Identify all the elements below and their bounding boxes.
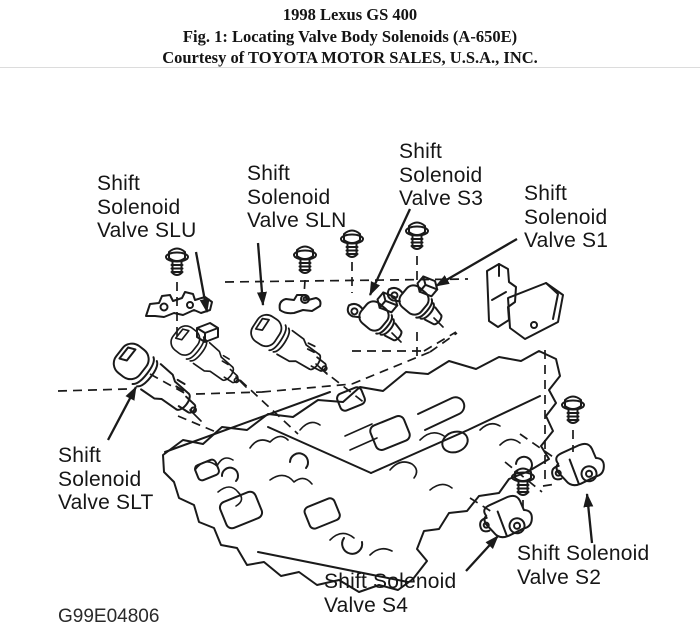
bracket-slu: [145, 291, 213, 318]
label-shift-solenoid-valve-sln: Shift Solenoid Valve SLN: [247, 162, 347, 232]
bolt-s3: [340, 229, 364, 258]
bolt-slu: [165, 247, 189, 276]
bolt-s1: [405, 221, 429, 250]
header-figure-caption: Fig. 1: Locating Valve Body Solenoids (A…: [182, 26, 518, 46]
label-shift-solenoid-valve-slt: Shift Solenoid Valve SLT: [58, 444, 154, 514]
solenoid-s1: [383, 260, 459, 334]
dashed-projection-lines: [57, 256, 574, 513]
figure-code: G99E04806: [58, 606, 160, 627]
bolt-s2: [561, 395, 585, 424]
figure-header: 1998 Lexus GS 400 Fig. 1: Locating Valve…: [0, 4, 700, 69]
valve-body: [162, 350, 561, 593]
label-shift-solenoid-valve-s2: Shift Solenoid Valve S2: [517, 542, 650, 589]
label-shift-solenoid-valve-s3: Shift Solenoid Valve S3: [399, 140, 484, 210]
label-arrows: [106, 208, 594, 572]
header-divider: [0, 67, 700, 68]
label-shift-solenoid-valve-slu: Shift Solenoid Valve SLU: [97, 172, 197, 242]
label-shift-solenoid-valve-s4: Shift Solenoid Valve S4: [324, 570, 457, 617]
solenoid-tip-lines: [189, 317, 444, 422]
solenoid-s2: [546, 439, 608, 491]
bracket-s1: [486, 263, 564, 340]
bolt-sln: [293, 245, 317, 274]
solenoid-s4: [474, 491, 536, 543]
label-shift-solenoid-valve-s1: Shift Solenoid Valve S1: [524, 182, 609, 252]
solenoid-slu-connector: [196, 322, 219, 343]
bracket-sln: [278, 294, 322, 315]
header-title: 1998 Lexus GS 400: [282, 5, 418, 24]
solenoid-sln: [246, 309, 336, 384]
header-courtesy: Courtesy of TOYOTA MOTOR SALES, U.S.A., …: [162, 48, 538, 67]
